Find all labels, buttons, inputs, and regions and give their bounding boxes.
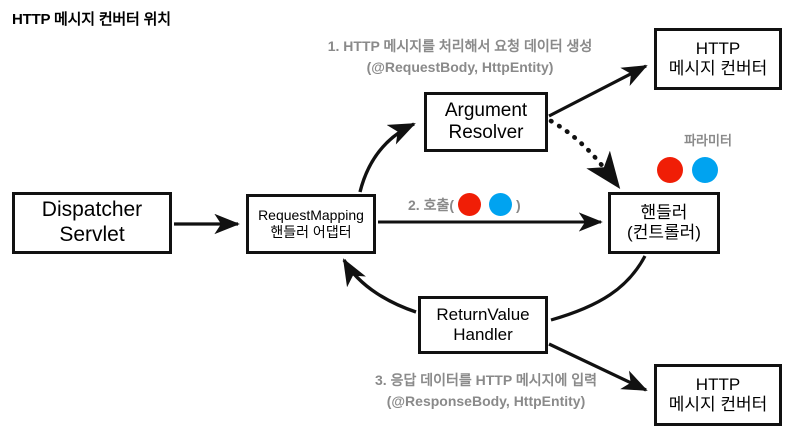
annotation-step-1: 1. HTTP 메시지를 처리해서 요청 데이터 생성 (@RequestBod…: [290, 36, 630, 78]
node-message-converter-bottom-line-2: 메시지 컨버터: [668, 395, 768, 414]
annotation-step-3-line-2: (@ResponseBody, HttpEntity): [386, 393, 586, 409]
annotation-step-3-line-1: 3. 응답 데이터를 HTTP 메시지에 입력: [375, 372, 597, 388]
node-handler-adapter[interactable]: RequestMapping 핸들러 어댑터: [246, 194, 376, 254]
node-return-value-handler-line-1: ReturnValue: [436, 304, 530, 324]
page-title: HTTP 메시지 컨버터 위치: [12, 11, 171, 28]
node-argument-resolver[interactable]: Argument Resolver: [424, 92, 548, 152]
annotation-step-2-suffix: ): [516, 196, 521, 213]
edge-argument-resolver-to-handler: [548, 118, 621, 189]
node-message-converter-top-line-2: 메시지 컨버터: [668, 59, 768, 78]
edge-return-value-handler-to-adapter: [342, 258, 417, 314]
node-dispatcher-servlet-line-2: Servlet: [59, 223, 125, 246]
node-return-value-handler[interactable]: ReturnValue Handler: [418, 296, 548, 354]
annotation-step-3: 3. 응답 데이터를 HTTP 메시지에 입력 (@ResponseBody, …: [318, 370, 654, 412]
annotation-step-1-line-1: 1. HTTP 메시지를 처리해서 요청 데이터 생성: [327, 38, 593, 54]
node-return-value-handler-line-2: Handler: [453, 325, 513, 344]
node-handler-controller[interactable]: 핸들러 (컨트롤러): [608, 192, 720, 254]
node-message-converter-bottom-line-1: HTTP: [695, 374, 741, 394]
node-handler-adapter-line-1: RequestMapping: [258, 207, 364, 224]
node-argument-resolver-line-2: Resolver: [448, 122, 524, 143]
annotation-step-2: 2. 호출( ): [406, 192, 523, 217]
node-handler-controller-line-2: (컨트롤러): [627, 223, 701, 242]
node-dispatcher-servlet-line-1: Dispatcher: [41, 198, 143, 222]
node-message-converter-bottom[interactable]: HTTP 메시지 컨버터: [654, 364, 782, 426]
edge-adapter-to-argument-resolver: [358, 122, 416, 193]
call-dot-red: [458, 193, 481, 216]
node-message-converter-top-line-1: HTTP: [695, 38, 741, 58]
annotation-step-2-prefix: 2. 호출(: [408, 196, 454, 213]
node-handler-controller-line-1: 핸들러: [640, 202, 688, 222]
node-argument-resolver-line-1: Argument: [444, 99, 528, 121]
node-handler-adapter-line-2: 핸들러 어댑터: [270, 224, 352, 240]
annotation-step-1-line-2: (@RequestBody, HttpEntity): [366, 59, 554, 75]
node-dispatcher-servlet[interactable]: Dispatcher Servlet: [12, 192, 172, 254]
node-message-converter-top[interactable]: HTTP 메시지 컨버터: [654, 28, 782, 90]
call-dot-blue: [489, 193, 512, 216]
parameter-dot-red: [657, 157, 683, 183]
annotation-parameter-label: 파라미터: [684, 133, 732, 148]
edge-handler-to-return-value-handler: [550, 255, 647, 322]
parameter-dot-blue: [692, 157, 718, 183]
